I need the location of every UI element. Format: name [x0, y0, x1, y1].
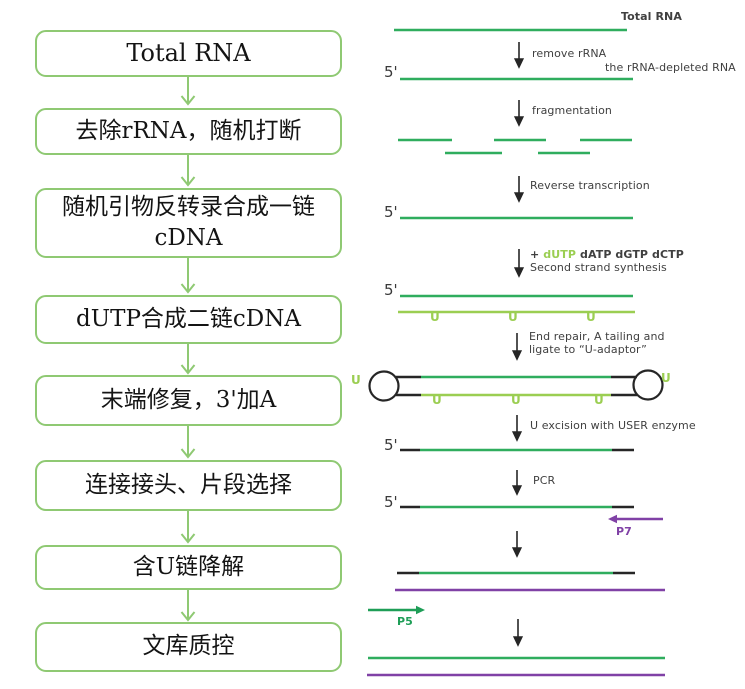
flow-step-second-strand: dUTP合成二链cDNA	[35, 295, 342, 344]
u-base-adaptor-3: U	[594, 393, 604, 407]
label-end-repair-line1: End repair, A tailing and	[529, 330, 665, 343]
reverse-transcription-arrow	[513, 176, 525, 203]
five-prime-label-4: 5'	[384, 436, 398, 454]
final-arrow	[512, 619, 524, 647]
label-dntp-mix: + dUTP dATP dGTP dCTP	[530, 248, 684, 261]
second-strand-arrow	[513, 249, 525, 278]
label-p5-primer: P5	[397, 615, 413, 628]
double-strand-cdna	[398, 294, 635, 314]
fragmented-rna	[398, 138, 632, 155]
label-rrna-depleted: the rRNA-depleted RNA	[605, 61, 736, 74]
u-base-second-strand-1: U	[430, 310, 440, 324]
flow-step-label: 末端修复，3'加A	[100, 386, 277, 413]
label-fragmentation: fragmentation	[532, 104, 612, 117]
pcr-arrow	[511, 470, 523, 496]
u-excision-arrow	[511, 415, 523, 442]
label-p7-primer: P7	[616, 525, 632, 538]
five-prime-label-2: 5'	[384, 203, 398, 221]
flow-arrow-1	[180, 77, 196, 106]
flow-arrow-2	[180, 155, 196, 187]
end-repair-arrow	[511, 333, 523, 361]
flow-step-library-qc: 文库质控	[35, 622, 342, 672]
label-end-repair-line2: ligate to “U-adaptor”	[529, 343, 647, 356]
label-dutp: dUTP	[543, 248, 577, 261]
u-adaptor-left: U	[351, 373, 361, 387]
u-adaptor-right: U	[661, 371, 671, 385]
flow-step-adaptor-ligation: 连接接头、片段选择	[35, 460, 342, 511]
label-total-rna: Total RNA	[621, 10, 682, 23]
flow-arrow-3	[180, 258, 196, 294]
fragmentation-arrow	[513, 100, 525, 127]
remove-rrna-arrow	[513, 42, 525, 69]
flow-step-first-strand: 随机引物反转录合成一链cDNA	[35, 188, 342, 258]
five-prime-label-3: 5'	[384, 281, 398, 299]
five-prime-label-1: 5'	[384, 63, 398, 81]
label-dntps: dATP dGTP dCTP	[579, 248, 684, 261]
flow-arrows	[180, 77, 196, 622]
flow-arrow-7	[180, 590, 196, 622]
flow-step-u-degradation: 含U链降解	[35, 545, 342, 590]
plus-sign: +	[530, 248, 540, 261]
flow-step-label: 文库质控	[142, 633, 235, 660]
label-u-excision: U excision with USER enzyme	[530, 419, 696, 432]
step-arrows	[511, 42, 525, 647]
flow-step-label: 连接接头、片段选择	[85, 471, 292, 498]
flow-step-label: 随机引物反转录合成一链cDNA	[62, 193, 315, 251]
flow-step-label: 去除rRNA，随机打断	[75, 117, 302, 144]
label-pcr: PCR	[533, 474, 556, 487]
label-remove-rrna: remove rRNA	[532, 47, 607, 60]
u-base-adaptor-1: U	[432, 393, 442, 407]
flow-step-label: 含U链降解	[132, 553, 245, 580]
extension-arrow	[511, 531, 523, 558]
u-adaptor-construct	[368, 369, 664, 402]
flow-step-label: dUTP合成二链cDNA	[76, 305, 301, 332]
flow-step-end-repair: 末端修复，3'加A	[35, 375, 342, 426]
final-library	[367, 656, 665, 677]
flow-step-remove-rrna: 去除rRNA，随机打断	[35, 108, 342, 155]
flow-step-label: Total RNA	[126, 39, 251, 68]
u-base-second-strand-3: U	[586, 310, 596, 324]
flow-arrow-5	[180, 426, 196, 459]
label-second-strand: Second strand synthesis	[530, 261, 667, 274]
flow-arrow-4	[180, 344, 196, 375]
extension-product	[395, 571, 665, 592]
flow-step-total-rna: Total RNA	[35, 30, 342, 77]
p5-primer-arrow	[368, 605, 425, 615]
five-prime-label-5: 5'	[384, 493, 398, 511]
u-base-adaptor-2: U	[511, 393, 521, 407]
label-reverse-transcription: Reverse transcription	[530, 179, 650, 192]
u-base-second-strand-2: U	[508, 310, 518, 324]
flow-arrow-6	[180, 511, 196, 544]
p7-primer-arrow	[608, 514, 663, 524]
